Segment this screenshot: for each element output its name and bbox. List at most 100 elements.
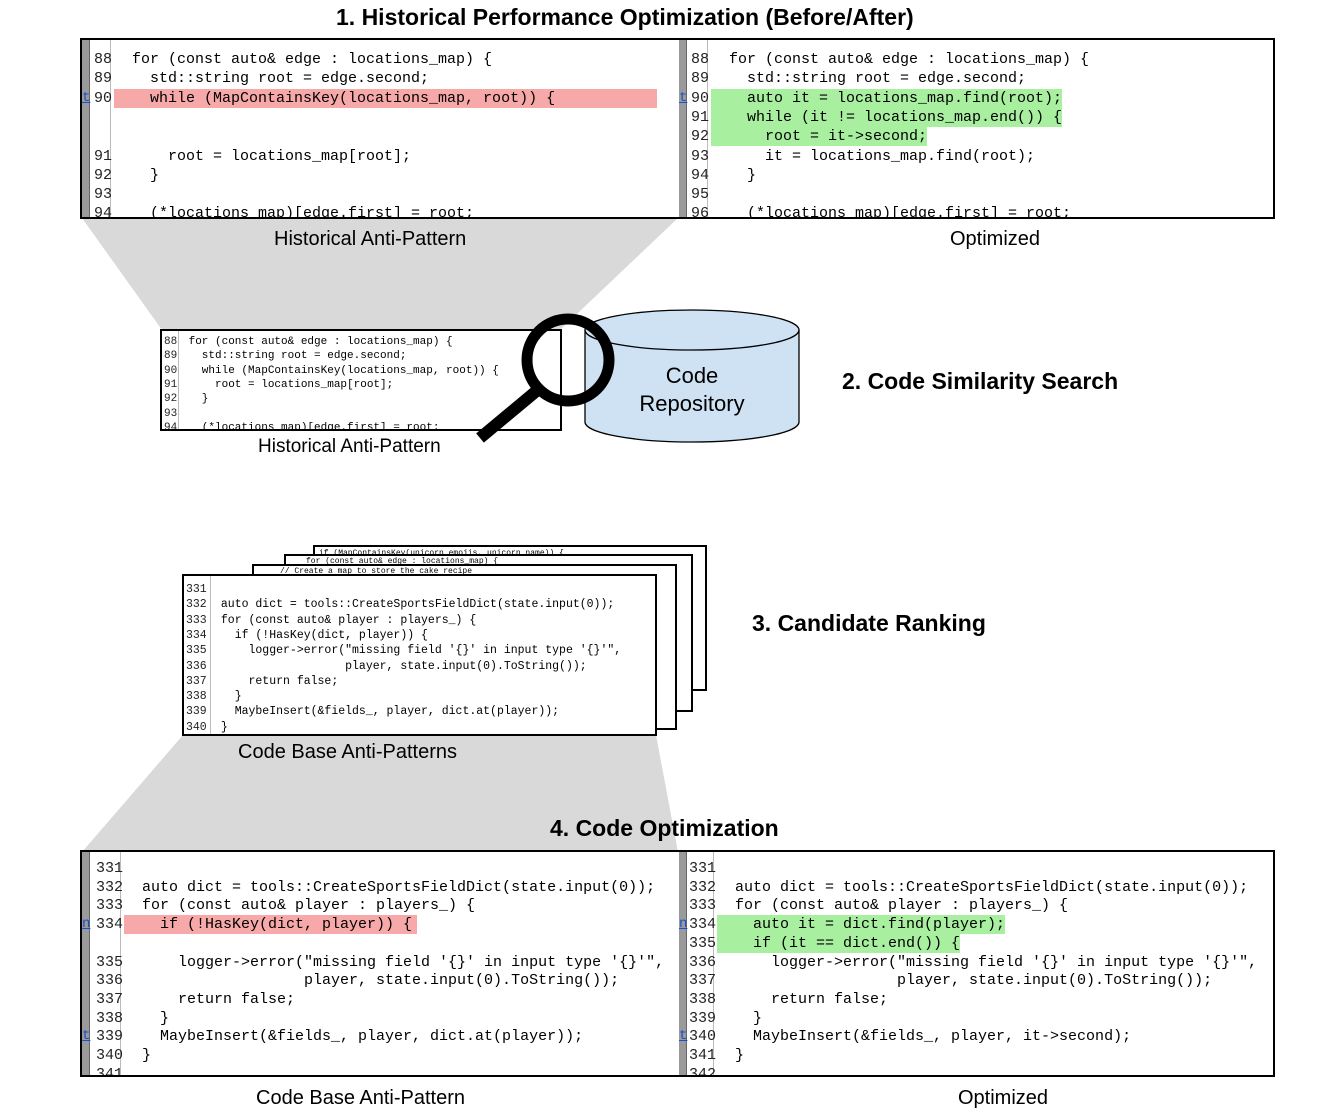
diff-marker-link[interactable]: t [82, 1028, 91, 1045]
code-line: 342 [679, 1065, 1273, 1075]
code-line: 92 } [82, 166, 679, 185]
code-line: 335 if (it == dict.end()) { [679, 933, 1273, 953]
code-text: for (const auto& player : players_) { [717, 897, 1069, 915]
line-number: 340 [186, 720, 207, 734]
code-line: 341 } [679, 1046, 1273, 1065]
line-number: 92 [164, 393, 178, 406]
code-text: while (MapContainsKey(locations_map, roo… [114, 88, 657, 108]
line-number: 338 [186, 690, 207, 704]
line-number: 91 [94, 147, 113, 165]
code-text: std::string root = edge.second; [711, 70, 1027, 88]
line-number: 334 [689, 916, 717, 934]
code-line: 336 player, state.input(0).ToString()); [82, 971, 679, 990]
line-number: 91 [164, 378, 178, 391]
diff-marker-link[interactable]: t [82, 89, 91, 106]
line-number: 331 [186, 583, 207, 596]
code-text: logger->error("missing field '{}' in inp… [717, 953, 1258, 971]
line-number: 336 [689, 953, 717, 971]
code-text: root = locations_map[root]; [114, 147, 412, 165]
code-line: 88 for (const auto& edge : locations_map… [82, 50, 679, 69]
code-text: player, state.input(0).ToString()); [124, 972, 620, 990]
top-projection-trapezoid [82, 218, 678, 330]
code-line: 338 } [82, 1009, 679, 1028]
top-right-caption: Optimized [950, 228, 1041, 250]
code-line: 337 return false; [82, 990, 679, 1009]
candidate-card-back-3-text: if (MapContainsKey(unicorn_emojis, unico… [319, 549, 705, 558]
line-number: 331 [689, 860, 717, 877]
line-number: 332 [96, 878, 124, 896]
bottom-projection-trapezoid [82, 735, 678, 852]
line-number: 94 [164, 421, 178, 431]
code-text: (*locations_map)[edge.first] = root; [182, 421, 440, 431]
code-repository-label: Code Repository [584, 362, 800, 418]
candidate-code-line: 339 MaybeInsert(&fields_, player, dict.a… [184, 704, 655, 719]
code-line: 93 it = locations_map.find(root); [679, 147, 1273, 166]
line-number-separator [120, 852, 121, 1075]
code-text: auto it = dict.find(player); [717, 915, 1006, 935]
code-text: MaybeInsert(&fields_, player, it->second… [717, 1028, 1132, 1046]
diff-marker-link[interactable]: t [679, 1028, 688, 1045]
line-number: 93 [691, 147, 710, 165]
code-line: 91 while (it != locations_map.end()) { [679, 107, 1273, 127]
candidate-code-line: 335 logger->error("missing field '{}' in… [184, 643, 655, 658]
line-number: 334 [186, 628, 207, 642]
code-text: for (const auto& player : players_) { [214, 613, 477, 627]
line-number: 341 [96, 1065, 124, 1075]
code-line: 341 [82, 1065, 679, 1075]
code-line: 333 for (const auto& player : players_) … [679, 896, 1273, 915]
candidate-card-back-2-text: for (const auto& edge : locations_map) { [306, 557, 499, 566]
code-line: 331 [82, 859, 679, 878]
code-repository-cylinder [584, 309, 800, 443]
code-text: } [182, 393, 209, 406]
code-text: (*locations_map)[edge.first] = root; [711, 205, 1072, 217]
code-line: 94 } [679, 166, 1273, 185]
code-line: 339 } [679, 1009, 1273, 1028]
line-number: 88 [691, 51, 710, 68]
diff-marker-link[interactable]: n [679, 916, 688, 933]
line-number: 91 [691, 108, 710, 126]
repository-graphic [476, 309, 800, 443]
candidate-code-line: 333 for (const auto& player : players_) … [184, 613, 655, 628]
small-code-line: 92 } [162, 392, 560, 407]
line-number: 90 [164, 364, 178, 377]
code-line: 335 logger->error("missing field '{}' in… [82, 953, 679, 972]
code-text: for (const auto& player : players_) { [124, 897, 476, 915]
line-number-separator [707, 40, 708, 217]
code-text: while (MapContainsKey(locations_map, roo… [182, 364, 499, 377]
small-code-line: 89 std::string root = edge.second; [162, 349, 560, 364]
code-line: 94 (*locations_map)[edge.first] = root; [82, 204, 679, 217]
small-code-line: 94 (*locations_map)[edge.first] = root; [162, 421, 560, 431]
step1-heading: 1. Historical Performance Optimization (… [336, 4, 914, 30]
line-number: 93 [164, 407, 178, 420]
code-line: 331 [679, 859, 1273, 878]
magnifier-icon [476, 313, 615, 443]
code-text: it = locations_map.find(root); [711, 147, 1036, 165]
candidate-card-back-1-text: // Create a map to store the cake recipe [280, 567, 473, 576]
code-line [82, 108, 679, 127]
gutter-bar [679, 40, 687, 217]
line-number: 335 [96, 953, 124, 971]
code-text: auto dict = tools::CreateSportsFieldDict… [214, 598, 615, 612]
code-text: root = it->second; [711, 127, 928, 147]
line-number-separator [713, 852, 714, 1075]
line-number: 89 [691, 70, 710, 88]
code-text: return false; [214, 674, 339, 688]
line-number: 94 [691, 166, 710, 184]
line-number: 333 [689, 897, 717, 915]
line-number: 88 [94, 51, 113, 68]
diff-marker-link[interactable]: t [679, 89, 688, 106]
code-line: 333 for (const auto& player : players_) … [82, 896, 679, 915]
candidate-code-line: 331 [184, 582, 655, 597]
code-line [82, 127, 679, 146]
code-text: } [114, 166, 160, 184]
code-line: 96 (*locations_map)[edge.first] = root; [679, 204, 1273, 217]
code-text: player, state.input(0).ToString()); [717, 972, 1213, 990]
code-text: if (!HasKey(dict, player)) { [214, 628, 428, 642]
line-number: 90 [94, 89, 113, 107]
code-line: 92 root = it->second; [679, 127, 1273, 147]
code-text: } [717, 1009, 763, 1027]
diff-marker-link[interactable]: n [82, 916, 91, 933]
